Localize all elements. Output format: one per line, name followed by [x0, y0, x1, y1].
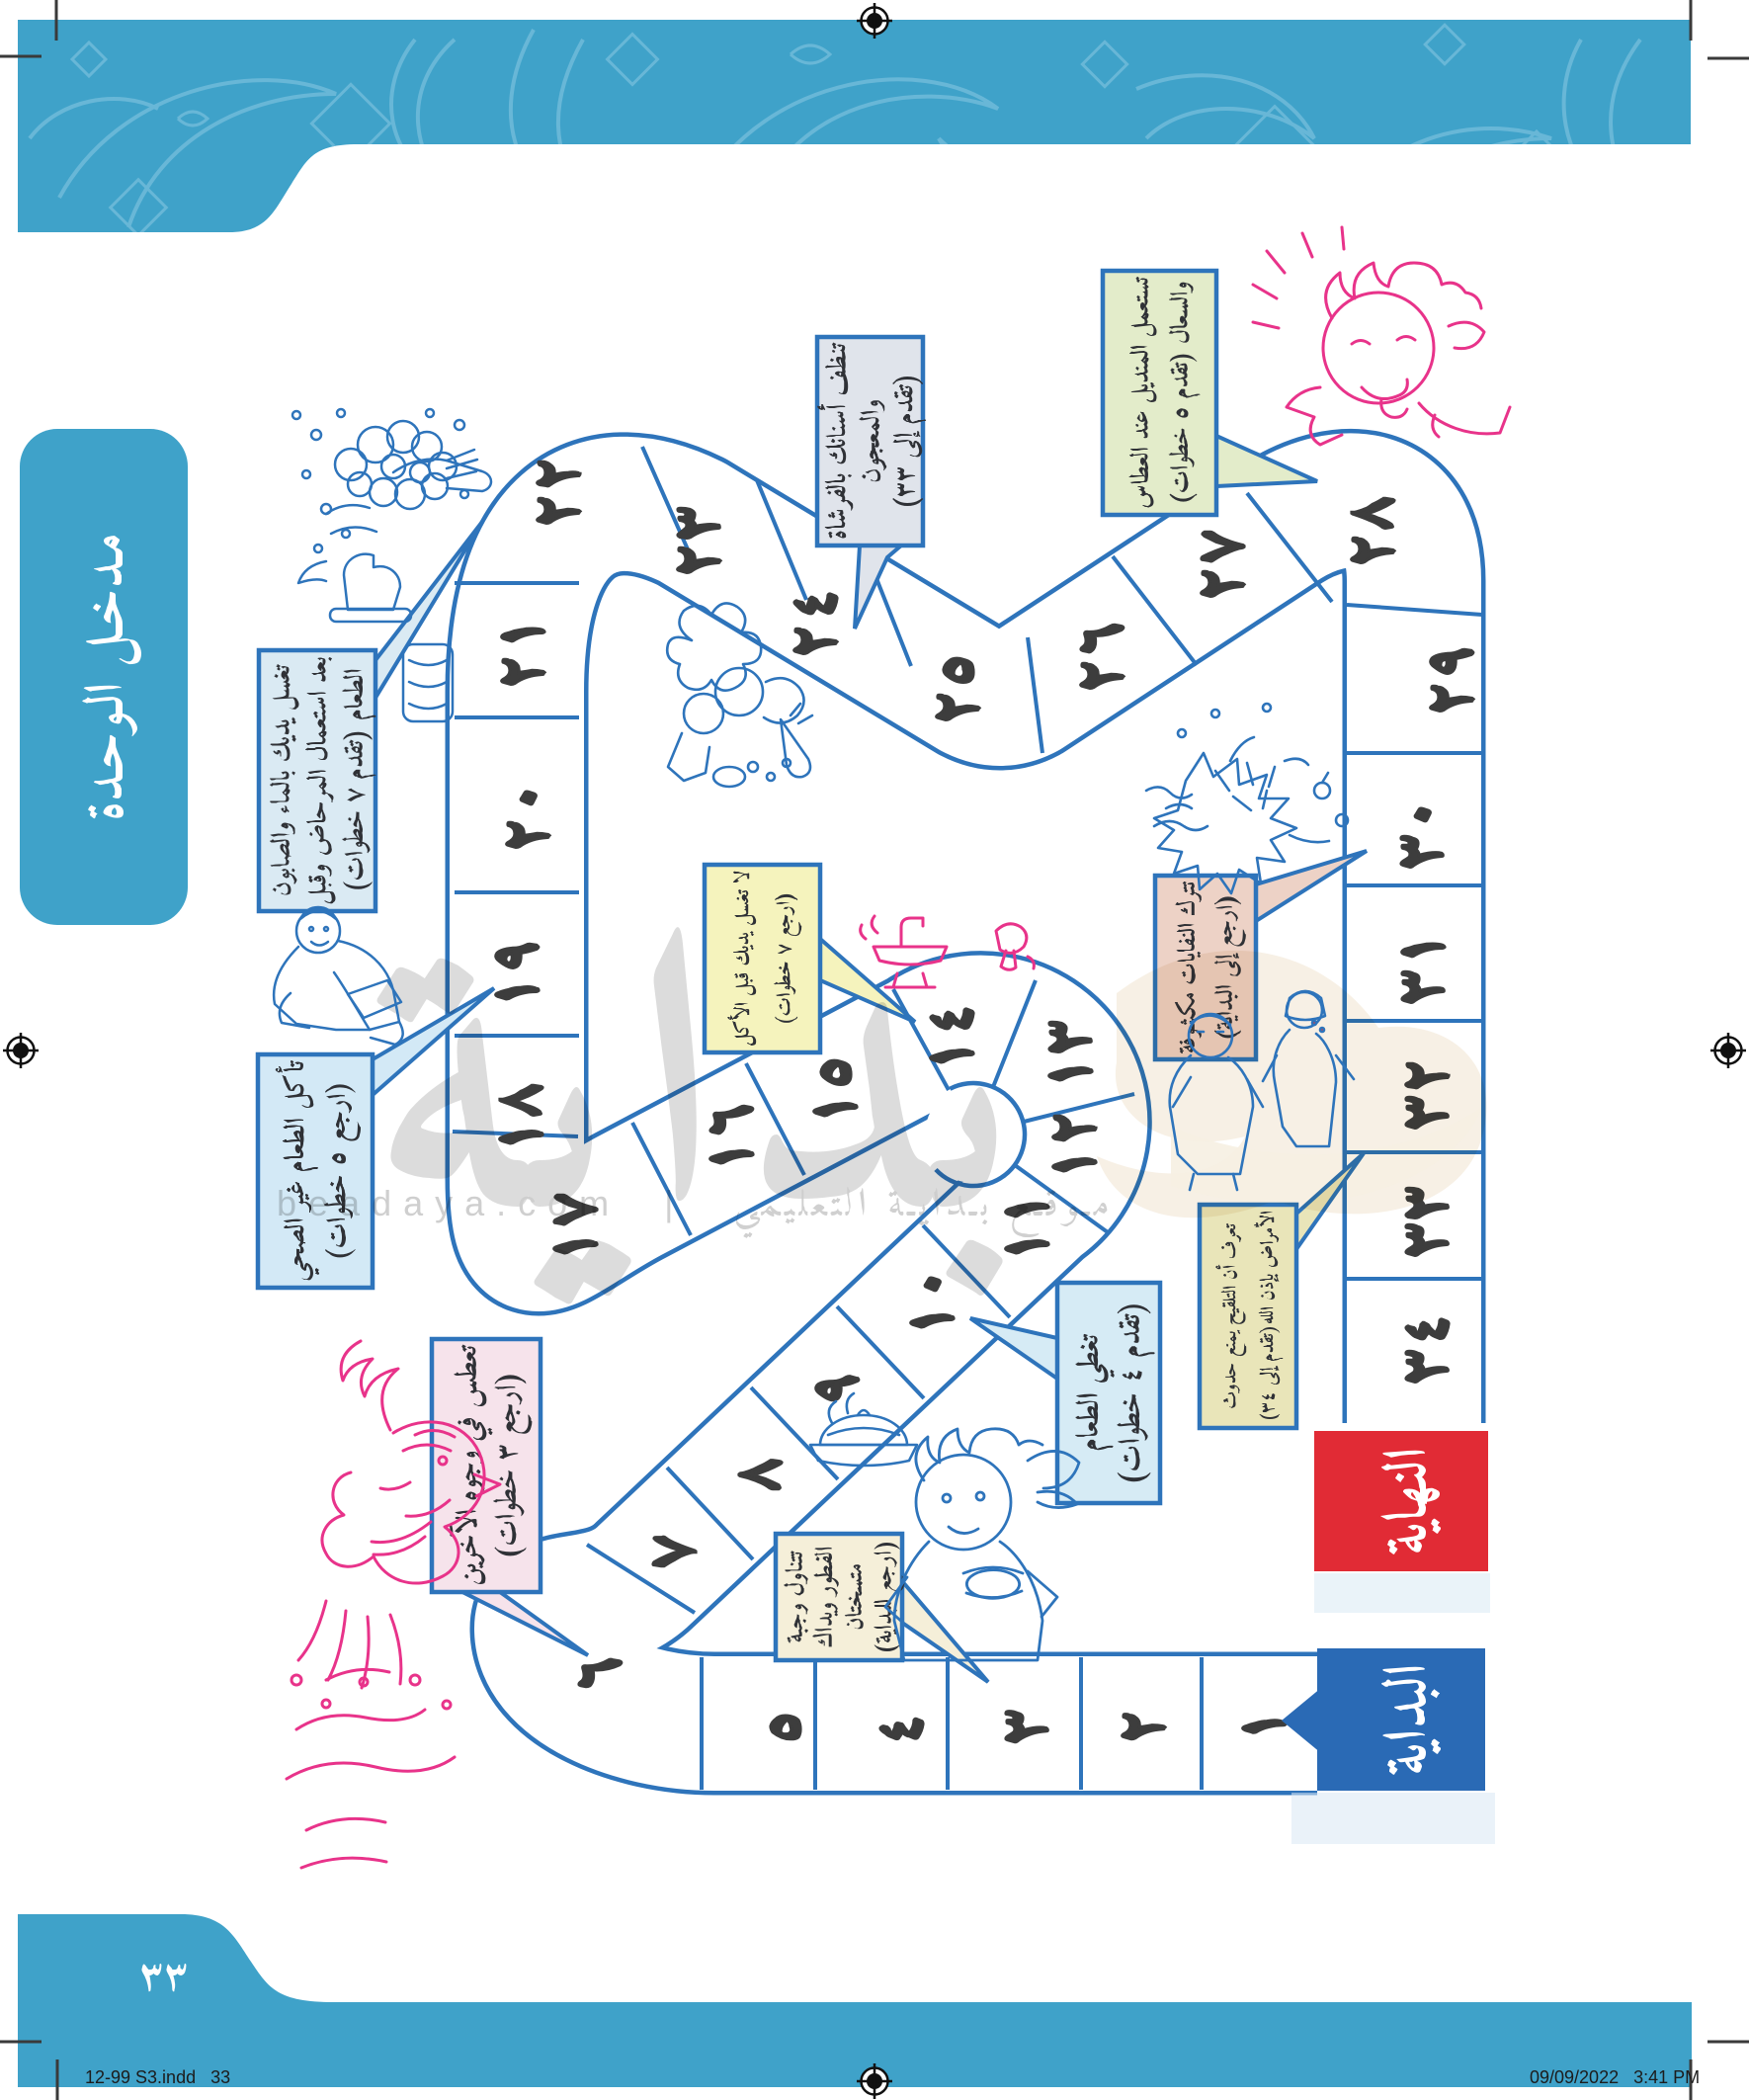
svg-text:beadaya.com |: beadaya.com | [277, 1183, 686, 1223]
svg-text:09/09/2022 3:41 PM: 09/09/2022 3:41 PM [1530, 2067, 1700, 2087]
svg-text:12-99 S3.indd 33: 12-99 S3.indd 33 [85, 2067, 230, 2087]
